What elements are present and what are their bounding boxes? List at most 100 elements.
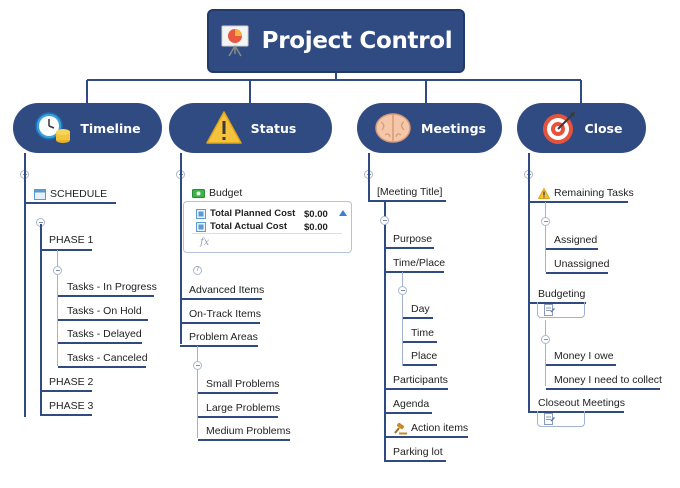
collapse-toggle[interactable] — [541, 335, 550, 344]
planned-cost-value: $0.00 — [304, 209, 328, 220]
collapsed-count-badge[interactable]: 7 — [193, 266, 202, 275]
node-task-label: Tasks - Canceled — [67, 352, 148, 364]
node-money-i-owe[interactable]: Money I owe — [554, 350, 614, 363]
node-unassigned[interactable]: Unassigned — [554, 258, 609, 271]
underline — [180, 298, 262, 300]
collapse-arrow-icon[interactable] — [339, 210, 347, 216]
branch-close-label: Close — [584, 120, 623, 136]
notes-box[interactable] — [537, 302, 585, 318]
branch-close[interactable]: Close — [517, 103, 646, 153]
node-phase-3[interactable]: PHASE 3 — [49, 400, 93, 413]
node-participants[interactable]: Participants — [393, 374, 448, 387]
node-phase-3-label: PHASE 3 — [49, 400, 94, 412]
node-on-track-label: On-Track Items — [189, 308, 261, 320]
root-title: Project Control — [261, 28, 453, 54]
underline — [384, 271, 444, 273]
collapse-toggle[interactable] — [398, 286, 407, 295]
underline — [58, 295, 154, 297]
underline — [403, 317, 433, 319]
underline — [403, 364, 437, 366]
node-day[interactable]: Day — [411, 303, 430, 316]
node-money-to-collect[interactable]: Money I need to collect — [554, 374, 662, 387]
node-parking-lot[interactable]: Parking lot — [393, 446, 443, 459]
node-on-track-items[interactable]: On-Track Items — [189, 308, 261, 321]
node-time-place-label: Time/Place — [393, 257, 446, 269]
underline — [58, 366, 146, 368]
brain-icon — [375, 113, 411, 143]
node-large-problems[interactable]: Large Problems — [206, 402, 280, 415]
root-topic[interactable]: Project Control — [207, 9, 465, 73]
node-problem-areas-label: Problem Areas — [189, 331, 258, 343]
underline — [403, 341, 437, 343]
actual-cost-value: $0.00 — [304, 222, 328, 233]
node-time[interactable]: Time — [411, 327, 434, 340]
node-task-in-progress[interactable]: Tasks - In Progress — [67, 281, 157, 294]
underline — [528, 201, 628, 203]
connector — [528, 153, 530, 413]
node-medium-problems[interactable]: Medium Problems — [206, 425, 291, 438]
underline — [40, 390, 92, 392]
underline — [546, 364, 616, 366]
budget-properties-panel[interactable]: Total Planned Cost $0.00 Total Actual Co… — [183, 201, 352, 253]
node-time-place[interactable]: Time/Place — [393, 257, 445, 270]
branch-status-label: Status — [250, 120, 297, 136]
connector — [57, 250, 58, 366]
connector — [384, 201, 386, 462]
node-problem-label: Medium Problems — [206, 425, 291, 437]
underline — [368, 200, 446, 202]
node-budget-label: Budget — [209, 187, 243, 199]
node-closeout-meetings[interactable]: Closeout Meetings — [538, 397, 625, 410]
collapse-toggle[interactable] — [193, 361, 202, 370]
node-agenda[interactable]: Agenda — [393, 398, 429, 411]
note-icon — [544, 304, 555, 316]
node-task-delayed[interactable]: Tasks - Delayed — [67, 328, 142, 341]
target-icon — [542, 112, 575, 144]
node-remaining-tasks[interactable]: Remaining Tasks — [538, 187, 634, 200]
planned-cost-row: Total Planned Cost — [196, 208, 295, 219]
node-place[interactable]: Place — [411, 350, 437, 363]
connector — [24, 153, 26, 417]
underline — [546, 388, 660, 390]
node-money-collect-label: Money I need to collect — [554, 374, 662, 386]
node-advanced-items[interactable]: Advanced Items — [189, 284, 264, 297]
formula-icon[interactable]: fx — [200, 237, 210, 248]
node-purpose[interactable]: Purpose — [393, 233, 432, 246]
collapse-toggle[interactable] — [53, 266, 62, 275]
planned-cost-label: Total Planned Cost — [210, 208, 296, 219]
node-advanced-label: Advanced Items — [189, 284, 265, 296]
notes-box[interactable] — [537, 411, 585, 427]
node-budget[interactable]: Budget — [192, 187, 242, 200]
node-budgeting[interactable]: Budgeting — [538, 288, 585, 301]
connector — [402, 272, 403, 366]
underline — [546, 272, 608, 274]
node-problem-areas[interactable]: Problem Areas — [189, 331, 258, 344]
node-action-items[interactable]: Action items — [393, 422, 468, 435]
node-task-canceled[interactable]: Tasks - Canceled — [67, 352, 148, 365]
node-participants-label: Participants — [393, 374, 448, 386]
node-task-label: Tasks - Delayed — [67, 328, 142, 340]
collapse-toggle[interactable] — [541, 217, 550, 226]
collapse-toggle[interactable] — [380, 216, 389, 225]
branch-timeline[interactable]: Timeline — [13, 103, 162, 153]
warning-icon — [205, 111, 242, 144]
connector — [368, 153, 370, 201]
underline — [198, 416, 278, 418]
node-schedule[interactable]: SCHEDULE — [34, 188, 107, 201]
node-phase-1[interactable]: PHASE 1 — [49, 234, 93, 247]
underline — [384, 247, 434, 249]
connector — [197, 346, 198, 438]
divider — [192, 233, 342, 234]
node-closeout-label: Closeout Meetings — [538, 397, 625, 409]
node-assigned[interactable]: Assigned — [554, 234, 597, 247]
node-phase-2[interactable]: PHASE 2 — [49, 376, 93, 389]
underline — [528, 411, 624, 413]
branch-status[interactable]: Status — [169, 103, 332, 153]
node-meeting-title[interactable]: [Meeting Title] — [377, 186, 442, 199]
branch-meetings[interactable]: Meetings — [357, 103, 502, 153]
node-task-on-hold[interactable]: Tasks - On Hold — [67, 305, 142, 318]
presentation-icon — [221, 25, 249, 57]
money-icon — [192, 189, 205, 198]
node-small-problems[interactable]: Small Problems — [206, 378, 280, 391]
underline — [384, 436, 468, 438]
